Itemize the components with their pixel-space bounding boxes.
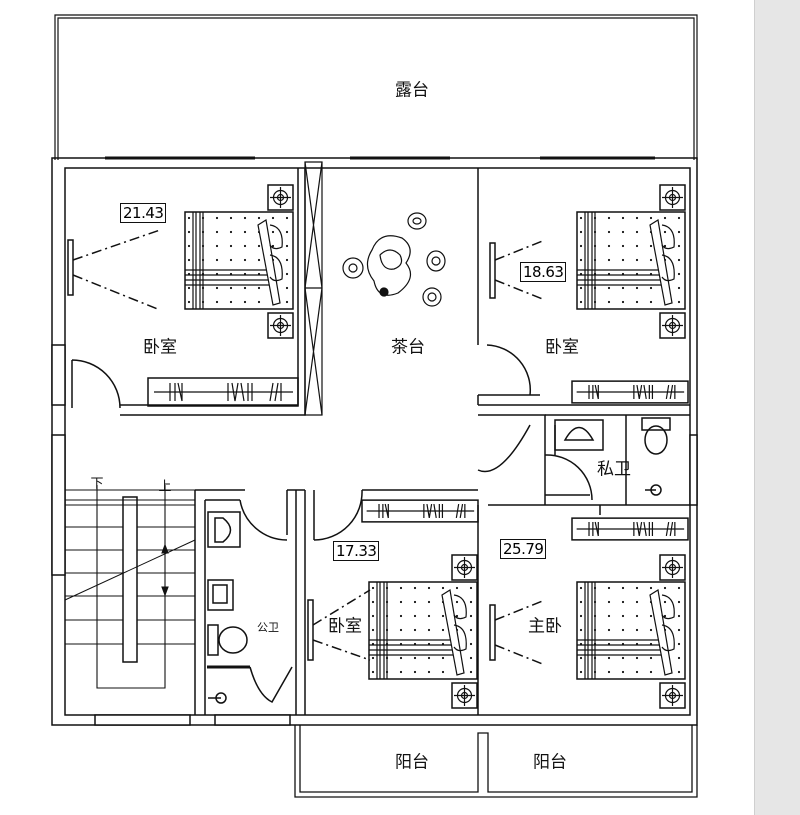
balcony-railings: [295, 725, 697, 797]
tea-rockery-icon: [342, 212, 446, 307]
bedroom-ne-walls: [478, 168, 690, 405]
stairs-up-label: 上: [158, 479, 172, 495]
room-label-bedroom-nw: 卧室: [143, 337, 177, 358]
room-label-public-bath: 公卫: [257, 621, 279, 634]
stairs-down-label: 下: [90, 476, 104, 492]
master-bedroom-walls: [478, 505, 545, 715]
area-label-bedroom-nw: 21.43: [120, 203, 167, 223]
room-label-private-bath: 私卫: [597, 459, 631, 480]
room-label-terrace: 露台: [395, 80, 429, 101]
terrace-railing: [55, 15, 697, 160]
area-label-bedroom-s: 17.33: [333, 541, 380, 561]
room-label-master-bedroom: 主卧: [528, 616, 562, 637]
bedroom-s-walls: [296, 490, 478, 715]
public-bath-walls: [195, 490, 296, 715]
room-label-bedroom-s: 卧室: [328, 616, 362, 637]
area-label-master-bedroom: 25.79: [500, 539, 547, 559]
exterior-walls: [52, 158, 697, 725]
room-label-balcony-right: 阳台: [533, 752, 567, 773]
viewer-margin: [754, 0, 800, 815]
staircase: [65, 485, 195, 688]
room-label-balcony-left: 阳台: [395, 752, 429, 773]
room-label-tea-area: 茶台: [391, 337, 425, 358]
wardrobe-column: [305, 162, 322, 415]
area-label-bedroom-ne: 18.63: [520, 262, 567, 282]
room-label-bedroom-ne: 卧室: [545, 337, 579, 358]
private-bath-walls: [478, 415, 690, 515]
